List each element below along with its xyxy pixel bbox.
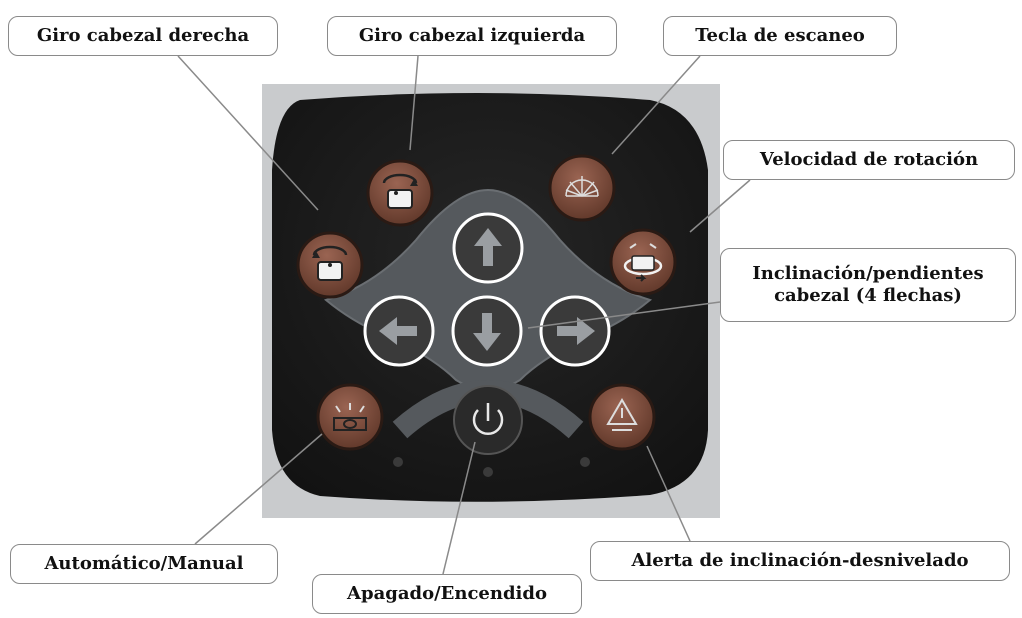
rotate-right-button[interactable]	[296, 231, 364, 299]
led-indicator	[580, 457, 590, 467]
rotate-right-icon	[312, 245, 348, 281]
callout-power: Apagado/Encendido	[312, 574, 582, 614]
arrow-left-button[interactable]	[363, 295, 435, 367]
callout-tilt-line2: cabezal (4 flechas)	[774, 285, 962, 306]
leader-tilt	[527, 301, 721, 329]
scan-button[interactable]	[548, 154, 616, 222]
arrow-right-icon	[557, 317, 595, 345]
rotation-speed-button[interactable]	[609, 228, 677, 296]
leader-rotation-speed	[689, 179, 751, 233]
callout-tilt: Inclinación/pendientes cabezal (4 flecha…	[720, 248, 1016, 322]
leader-lines	[177, 55, 751, 575]
auto-manual-button[interactable]	[316, 383, 384, 451]
callout-rotate-right: Giro cabezal derecha	[8, 16, 278, 56]
arrow-right-button[interactable]	[539, 295, 611, 367]
arrow-down-button[interactable]	[451, 295, 523, 367]
arrow-up-button[interactable]	[452, 212, 524, 284]
rotation-speed-icon	[623, 243, 663, 282]
led-indicator	[393, 457, 403, 467]
power-button[interactable]	[453, 385, 523, 455]
arrow-left-icon	[379, 317, 417, 345]
rotate-left-icon	[382, 173, 418, 209]
callout-auto-manual: Automático/Manual	[10, 544, 278, 584]
arrow-up-icon	[474, 228, 502, 266]
callout-rotate-left: Giro cabezal izquierda	[327, 16, 617, 56]
scan-icon	[565, 176, 599, 197]
rotate-left-button[interactable]	[366, 159, 434, 227]
leader-power	[442, 441, 476, 575]
auto-manual-icon	[333, 403, 367, 431]
leader-rotate-left	[409, 55, 419, 151]
power-icon	[472, 403, 504, 436]
leader-auto-manual	[194, 433, 323, 545]
callout-tilt-alert: Alerta de inclinación-desnivelado	[590, 541, 1010, 581]
leader-tilt-alert	[646, 445, 691, 542]
callout-scan-key: Tecla de escaneo	[663, 16, 897, 56]
callout-rotation-speed: Velocidad de rotación	[723, 140, 1015, 180]
led-indicator	[483, 467, 493, 477]
tilt-alert-button[interactable]	[588, 383, 656, 451]
callout-tilt-line1: Inclinación/pendientes	[752, 262, 984, 284]
arrow-down-icon	[473, 313, 501, 351]
tilt-alert-icon	[606, 398, 638, 431]
leader-scan	[611, 55, 701, 155]
leader-rotate-right	[177, 55, 319, 211]
